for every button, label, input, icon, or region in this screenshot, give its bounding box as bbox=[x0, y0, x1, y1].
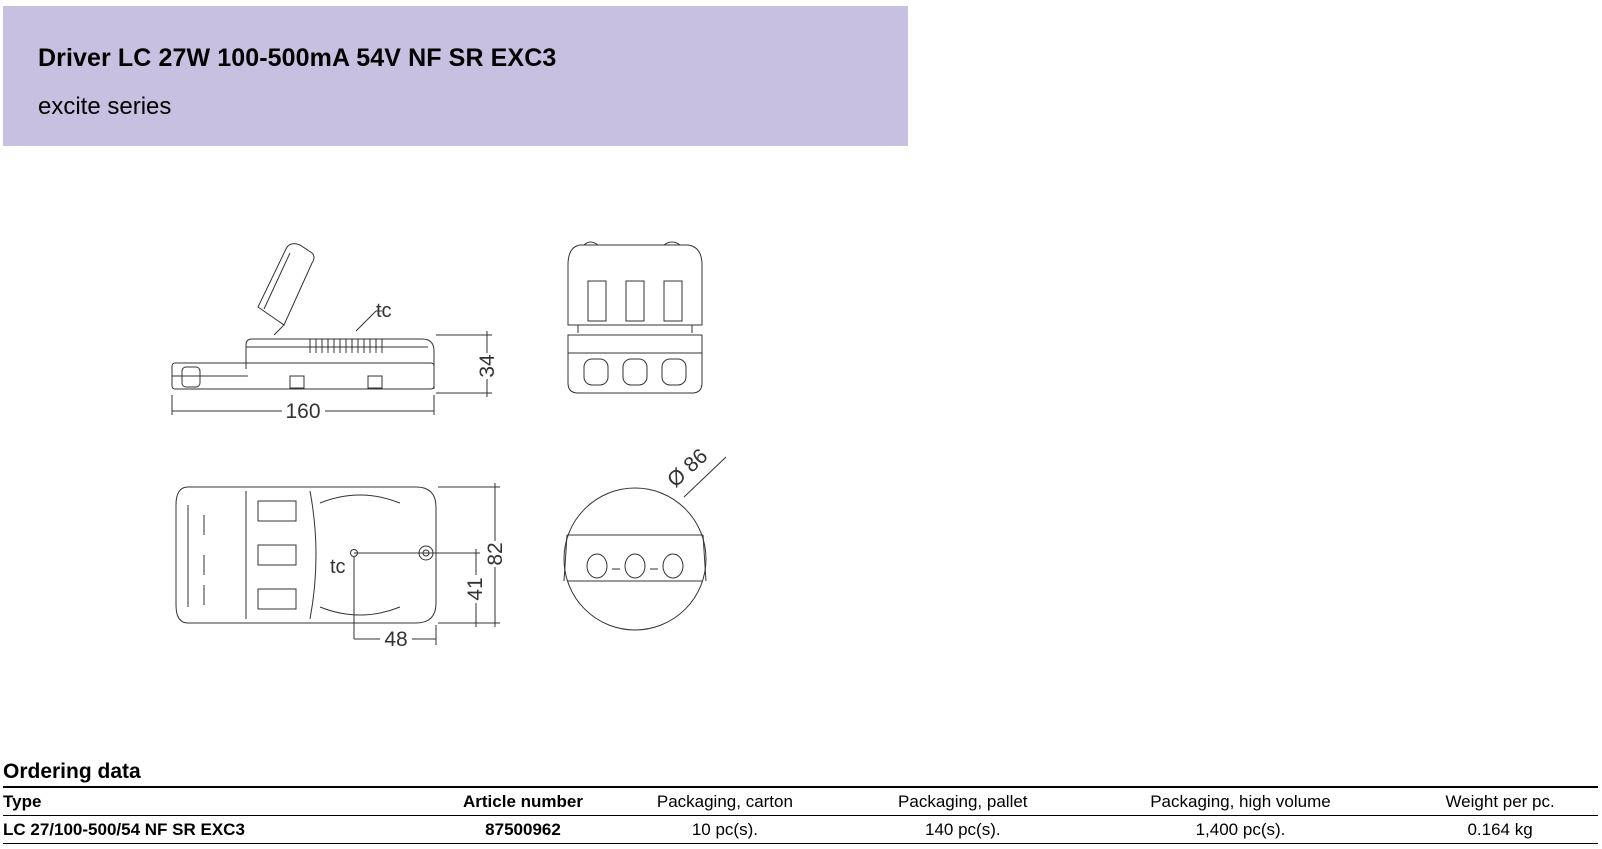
side-view bbox=[171, 243, 492, 415]
col-article-header: Article number bbox=[463, 791, 583, 811]
technical-drawings: tc 160 34 bbox=[160, 235, 740, 670]
product-title: Driver LC 27W 100-500mA 54V NF SR EXC3 bbox=[38, 44, 557, 72]
col-weight-header: Weight per pc. bbox=[1445, 791, 1555, 811]
dim-tc-y-label: 41 bbox=[464, 577, 487, 600]
tc-label-top: tc bbox=[330, 556, 346, 578]
round-cover-view bbox=[563, 456, 727, 631]
header-band: Driver LC 27W 100-500mA 54V NF SR EXC3 e… bbox=[3, 6, 908, 146]
col-pallet-header: Packaging, pallet bbox=[898, 791, 1028, 811]
dim-width-label: 82 bbox=[484, 542, 507, 565]
tc-label-side: tc bbox=[376, 300, 392, 322]
col-type-header: Type bbox=[3, 791, 42, 811]
front-view bbox=[567, 241, 703, 394]
side-vents bbox=[309, 339, 383, 353]
ordering-table: Type Article number Packaging, carton Pa… bbox=[3, 786, 1598, 844]
top-view bbox=[175, 483, 500, 645]
ordering-title: Ordering data bbox=[3, 760, 141, 783]
dimension-drawing: tc 160 34 bbox=[171, 241, 727, 651]
cell-type: LC 27/100-500/54 NF SR EXC3 bbox=[3, 819, 245, 839]
dim-tc-x-label: 48 bbox=[384, 628, 407, 651]
dim-height-label: 34 bbox=[476, 354, 499, 378]
col-carton-header: Packaging, carton bbox=[656, 791, 793, 811]
cell-high-volume: 1,400 pc(s). bbox=[1195, 819, 1286, 839]
table-row: LC 27/100-500/54 NF SR EXC3 87500962 10 … bbox=[3, 816, 1598, 844]
cell-article: 87500962 bbox=[485, 819, 561, 839]
dim-length-label: 160 bbox=[285, 400, 320, 423]
cell-carton: 10 pc(s). bbox=[691, 819, 758, 839]
cell-weight: 0.164 kg bbox=[1467, 819, 1533, 839]
cell-pallet: 140 pc(s). bbox=[925, 819, 1001, 839]
dim-diameter-label: Ø 86 bbox=[663, 444, 712, 492]
col-high-volume-header: Packaging, high volume bbox=[1150, 791, 1331, 811]
ordering-header-row: Type Article number Packaging, carton Pa… bbox=[3, 787, 1598, 816]
product-series: excite series bbox=[38, 93, 172, 120]
